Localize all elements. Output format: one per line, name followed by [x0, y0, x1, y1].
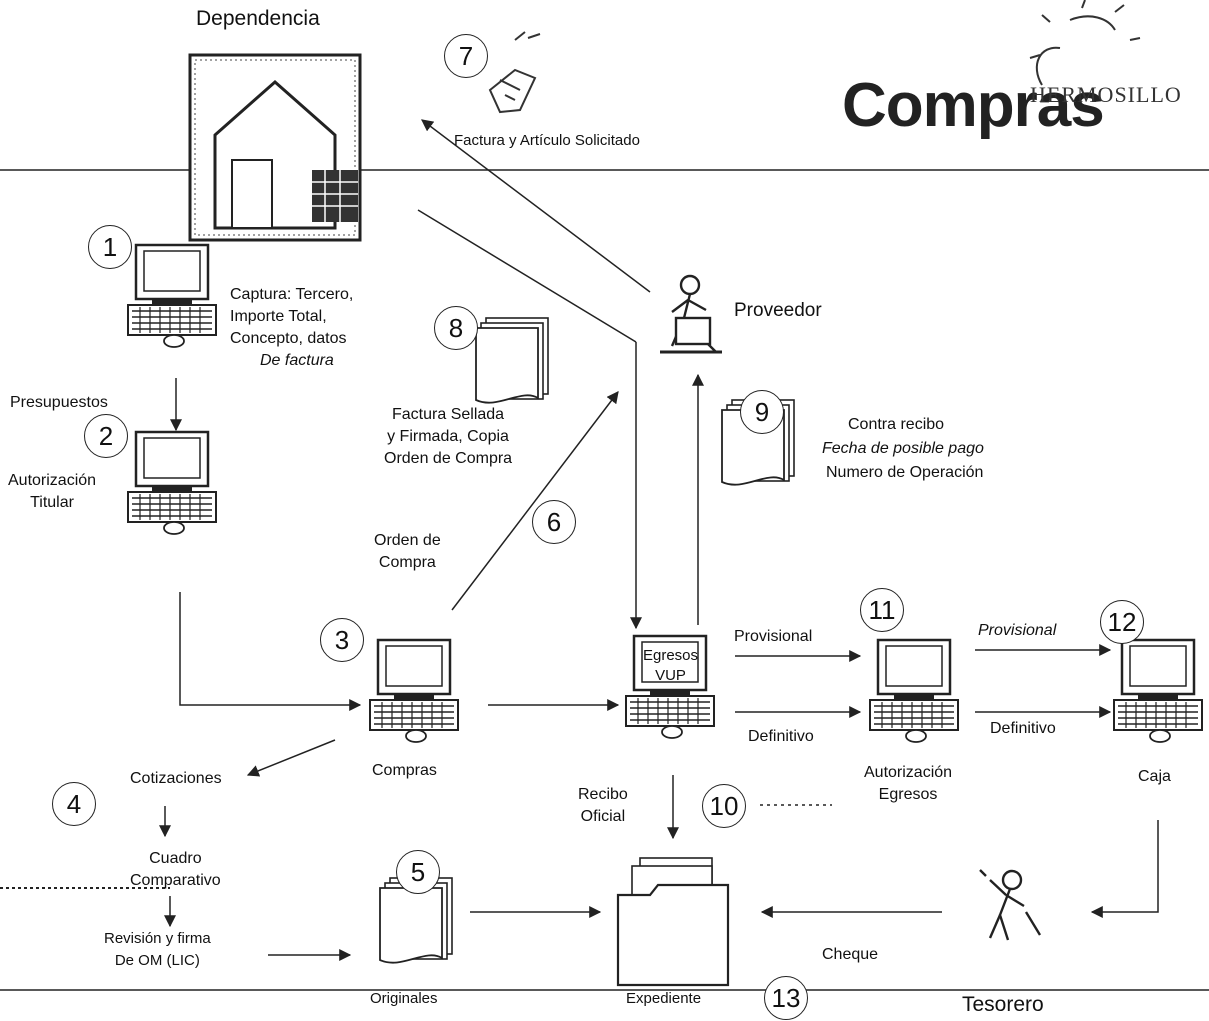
computer-icon-2	[128, 432, 216, 534]
step-7-badge: 7	[444, 34, 488, 78]
arrow-caja-tesorero	[1092, 820, 1158, 912]
provisional-label-2: Provisional	[978, 620, 1056, 642]
invoice-hand-icon	[490, 32, 540, 112]
autorizacion-titular-label: Autorización Titular	[8, 470, 96, 514]
tesorero-label: Tesorero	[962, 994, 1044, 1016]
arrow-3-cotizaciones	[248, 740, 335, 775]
folder-icon	[618, 858, 728, 985]
step-11-badge: 11	[860, 588, 904, 632]
proveedor-figure-icon	[660, 276, 722, 352]
originales-label: Originales	[370, 988, 438, 1010]
factura-articulo-label: Factura y Artículo Solicitado	[454, 130, 640, 152]
expediente-label: Expediente	[626, 988, 701, 1010]
computer-icon-1	[128, 245, 216, 347]
egresos-vup-label: Egresos VUP	[643, 646, 698, 686]
dependencia-house-icon	[190, 55, 360, 240]
de-factura-label: De factura	[260, 350, 334, 372]
definitivo-label-1: Definitivo	[748, 726, 814, 748]
numero-operacion-label: Numero de Operación	[826, 462, 983, 484]
step-2-badge: 2	[84, 414, 128, 458]
compras-label: Compras	[372, 760, 437, 782]
step-5-badge: 5	[396, 850, 440, 894]
step-12-badge: 12	[1100, 600, 1144, 644]
document-stack-icon-8	[476, 318, 548, 403]
computer-icon-12	[1114, 640, 1202, 742]
cuadro-comparativo-label: Cuadro Comparativo	[130, 848, 221, 892]
contra-recibo-label: Contra recibo	[848, 414, 944, 436]
step-4-badge: 4	[52, 782, 96, 826]
step-1-badge: 1	[88, 225, 132, 269]
cheque-label: Cheque	[822, 944, 878, 966]
captura-label: Captura: Tercero, Importe Total, Concept…	[230, 284, 353, 350]
fecha-pago-label: Fecha de posible pago	[822, 438, 984, 460]
tesorero-figure-icon	[980, 870, 1040, 940]
dependencia-label: Dependencia	[196, 8, 320, 30]
provisional-label-1: Provisional	[734, 626, 812, 648]
orden-compra-label: Orden de Compra	[374, 530, 441, 574]
proveedor-label: Proveedor	[734, 300, 822, 322]
definitivo-label-2: Definitivo	[990, 718, 1056, 740]
step-3-badge: 3	[320, 618, 364, 662]
factura-sellada-label: Factura Sellada y Firmada, Copia Orden d…	[384, 404, 512, 470]
logo-text: HERMOSILLO	[1030, 82, 1182, 108]
autorizacion-egresos-label: Autorización Egresos	[864, 762, 952, 806]
computer-icon-11	[870, 640, 958, 742]
step-8-badge: 8	[434, 306, 478, 350]
step-10-badge: 10	[702, 784, 746, 828]
recibo-oficial-label: Recibo Oficial	[578, 784, 628, 828]
presupuestos-label: Presupuestos	[10, 392, 108, 414]
cotizaciones-label: Cotizaciones	[130, 768, 222, 790]
caja-label: Caja	[1138, 766, 1171, 788]
step-9-badge: 9	[740, 390, 784, 434]
revision-firma-label: Revisión y firma De OM (LIC)	[104, 928, 211, 972]
step-13-badge: 13	[764, 976, 808, 1020]
computer-icon-3	[370, 640, 458, 742]
step-6-badge: 6	[532, 500, 576, 544]
